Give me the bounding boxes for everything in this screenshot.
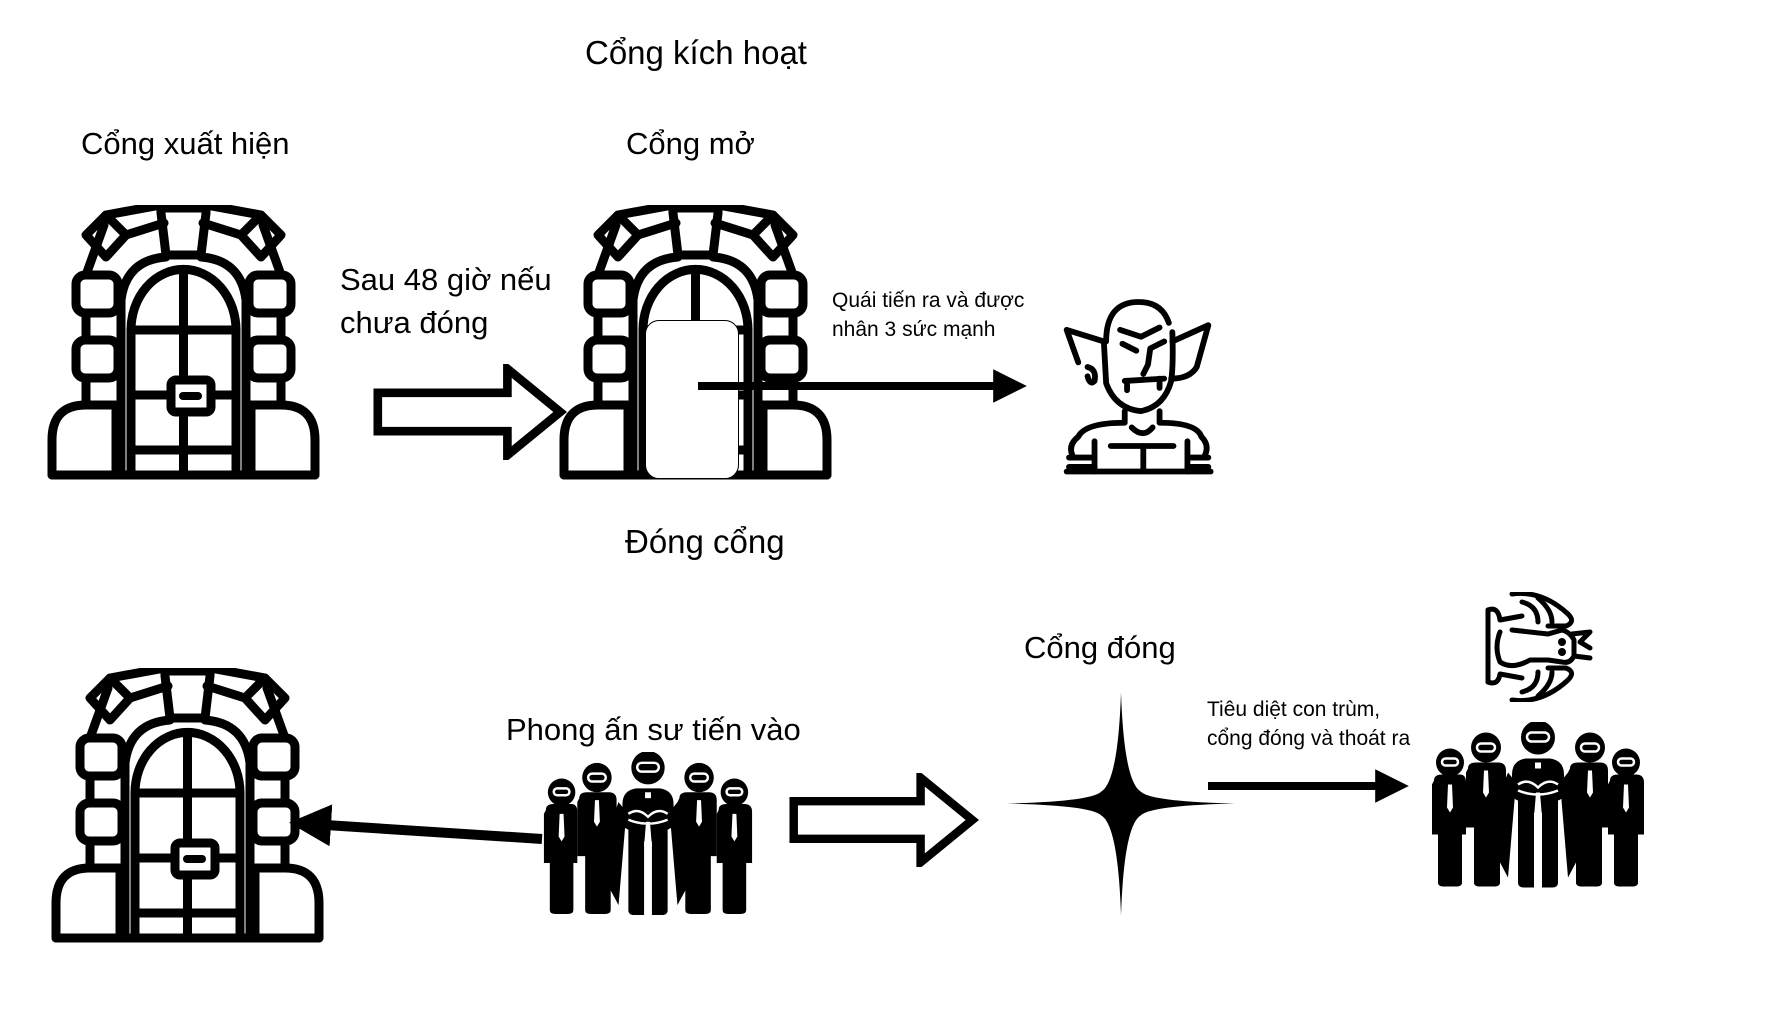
edge-label-line-1: Tiêu diệt con trùm, [1207,698,1381,721]
sealers-enter-label: Phong ấn sư tiến vào [506,712,801,747]
edge-label-line-1: Quái tiến ra và được [832,289,1025,312]
edge-label-line-1: Sau 48 giờ nếu [340,262,552,297]
arrow-sealers-to-gate [289,804,543,847]
hero-team-icon [1428,722,1648,888]
stone-arch-door-icon [50,668,325,943]
four-point-star-icon [1007,692,1235,916]
hero-team-icon [540,752,756,916]
block-arrow-right-icon [370,364,568,460]
stone-arch-door-icon [46,205,321,480]
block-arrow-right-icon [784,773,982,867]
edge-label-line-2: chưa đóng [340,305,489,340]
orc-monster-icon [1060,295,1215,475]
gate-closed-label: Cổng đóng [1024,630,1176,665]
edge-label-line-2: cổng đóng và thoát ra [1207,727,1411,750]
dragon-boss-icon [1482,592,1597,702]
gate-open-label: Cổng mở [626,126,755,161]
open-doorway [645,320,739,479]
gate-appear-label: Cổng xuất hiện [81,126,290,161]
edge-label-line-2: nhân 3 sức mạnh [832,318,996,341]
section-title-gate-activation: Cổng kích hoạt [585,34,807,71]
section-title-gate-sealing: Đóng cổng [625,523,785,560]
